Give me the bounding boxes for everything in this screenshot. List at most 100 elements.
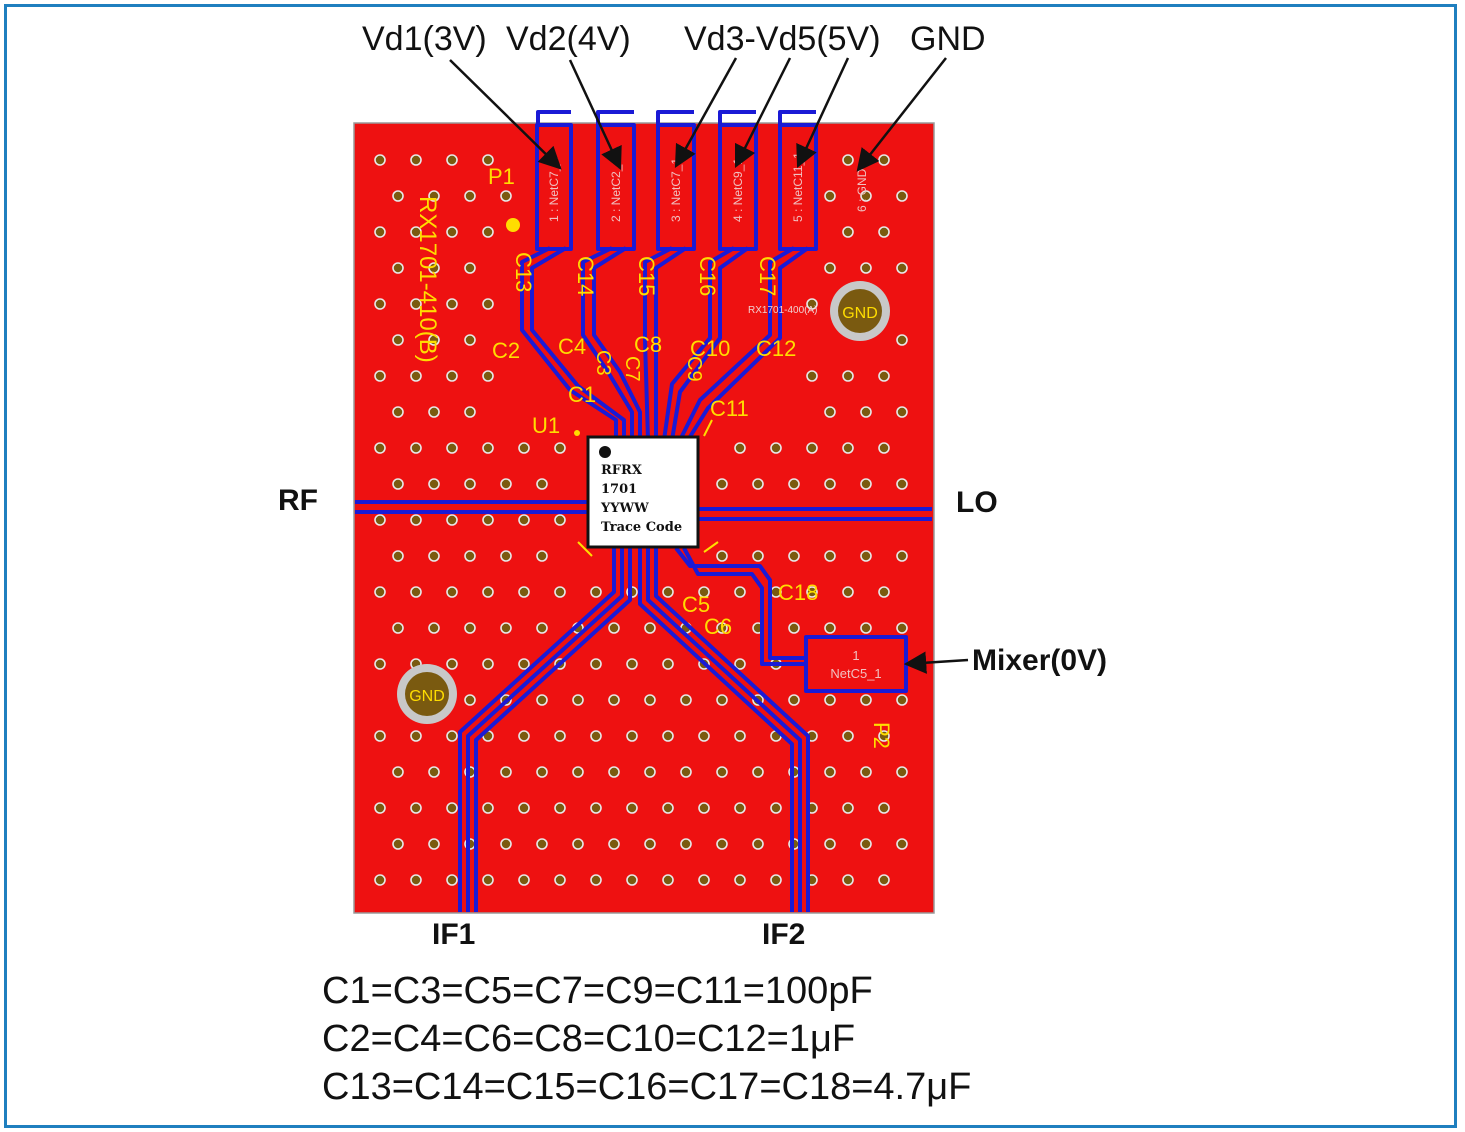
via <box>896 262 908 274</box>
via <box>374 514 386 526</box>
via <box>518 874 530 886</box>
via <box>842 226 854 238</box>
via <box>536 694 548 706</box>
via <box>518 802 530 814</box>
note-line-1: C1=C3=C5=C7=C9=C11=100pF <box>322 970 873 1012</box>
via <box>572 838 584 850</box>
via <box>680 766 692 778</box>
via <box>626 802 638 814</box>
via <box>752 838 764 850</box>
via <box>374 658 386 670</box>
silk-c3: C3 <box>592 350 614 376</box>
via <box>860 406 872 418</box>
via <box>644 766 656 778</box>
via <box>374 370 386 382</box>
via <box>896 838 908 850</box>
via <box>482 298 494 310</box>
via <box>608 622 620 634</box>
via <box>428 406 440 418</box>
via <box>554 802 566 814</box>
via <box>572 694 584 706</box>
via <box>464 334 476 346</box>
via <box>590 874 602 886</box>
via <box>536 622 548 634</box>
via <box>716 838 728 850</box>
silk-c12: C12 <box>756 336 796 361</box>
via <box>896 334 908 346</box>
via <box>716 766 728 778</box>
via <box>662 874 674 886</box>
via <box>680 694 692 706</box>
mixer-trace <box>674 546 806 666</box>
via <box>860 622 872 634</box>
via <box>446 442 458 454</box>
via <box>896 190 908 202</box>
pad-5 <box>778 123 818 251</box>
pad-2 <box>596 123 636 251</box>
pad-3 <box>656 123 696 251</box>
via <box>734 658 746 670</box>
via <box>734 586 746 598</box>
via <box>878 730 890 742</box>
via <box>842 586 854 598</box>
via <box>518 658 530 670</box>
via <box>824 766 836 778</box>
via <box>500 622 512 634</box>
via <box>410 154 422 166</box>
via <box>410 370 422 382</box>
via <box>410 442 422 454</box>
via <box>842 802 854 814</box>
via <box>392 766 404 778</box>
silk-c2: C2 <box>492 338 520 363</box>
via <box>824 694 836 706</box>
via <box>590 802 602 814</box>
chip-line-2: 1701 <box>601 482 637 497</box>
via <box>752 766 764 778</box>
silk-c8: C8 <box>634 332 662 357</box>
via <box>878 226 890 238</box>
via <box>824 478 836 490</box>
silk-c16: C16 <box>695 256 720 296</box>
silk-board-id-small: RX1701-400(A) <box>748 305 817 316</box>
via <box>680 838 692 850</box>
via <box>572 766 584 778</box>
via <box>644 694 656 706</box>
via <box>428 838 440 850</box>
gnd-hole-label-top: GND <box>842 305 878 322</box>
via <box>878 874 890 886</box>
via <box>536 766 548 778</box>
silk-c4: C4 <box>558 334 586 359</box>
silk-c9: C9 <box>683 356 705 382</box>
label-vd3-vd5: Vd3-Vd5(5V) <box>684 20 881 58</box>
via <box>608 766 620 778</box>
via <box>410 298 422 310</box>
via <box>824 838 836 850</box>
pad-label-1: 1 : NetC7_1 <box>547 158 561 222</box>
via <box>662 730 674 742</box>
via <box>374 874 386 886</box>
via <box>770 442 782 454</box>
via <box>734 442 746 454</box>
via <box>554 730 566 742</box>
via <box>500 478 512 490</box>
via <box>896 766 908 778</box>
via <box>662 802 674 814</box>
via <box>698 586 710 598</box>
via <box>716 478 728 490</box>
via <box>482 370 494 382</box>
lo-trace <box>697 507 932 521</box>
gnd-hole-label-bottom: GND <box>409 688 445 705</box>
via <box>842 154 854 166</box>
pad-1 <box>535 123 573 251</box>
via <box>896 694 908 706</box>
via <box>464 622 476 634</box>
via <box>536 550 548 562</box>
via <box>446 514 458 526</box>
via <box>860 478 872 490</box>
chip-line-4: Trace Code <box>601 520 682 535</box>
pin1-dot <box>599 446 611 458</box>
label-gnd: GND <box>910 20 986 58</box>
via <box>518 514 530 526</box>
via <box>770 802 782 814</box>
